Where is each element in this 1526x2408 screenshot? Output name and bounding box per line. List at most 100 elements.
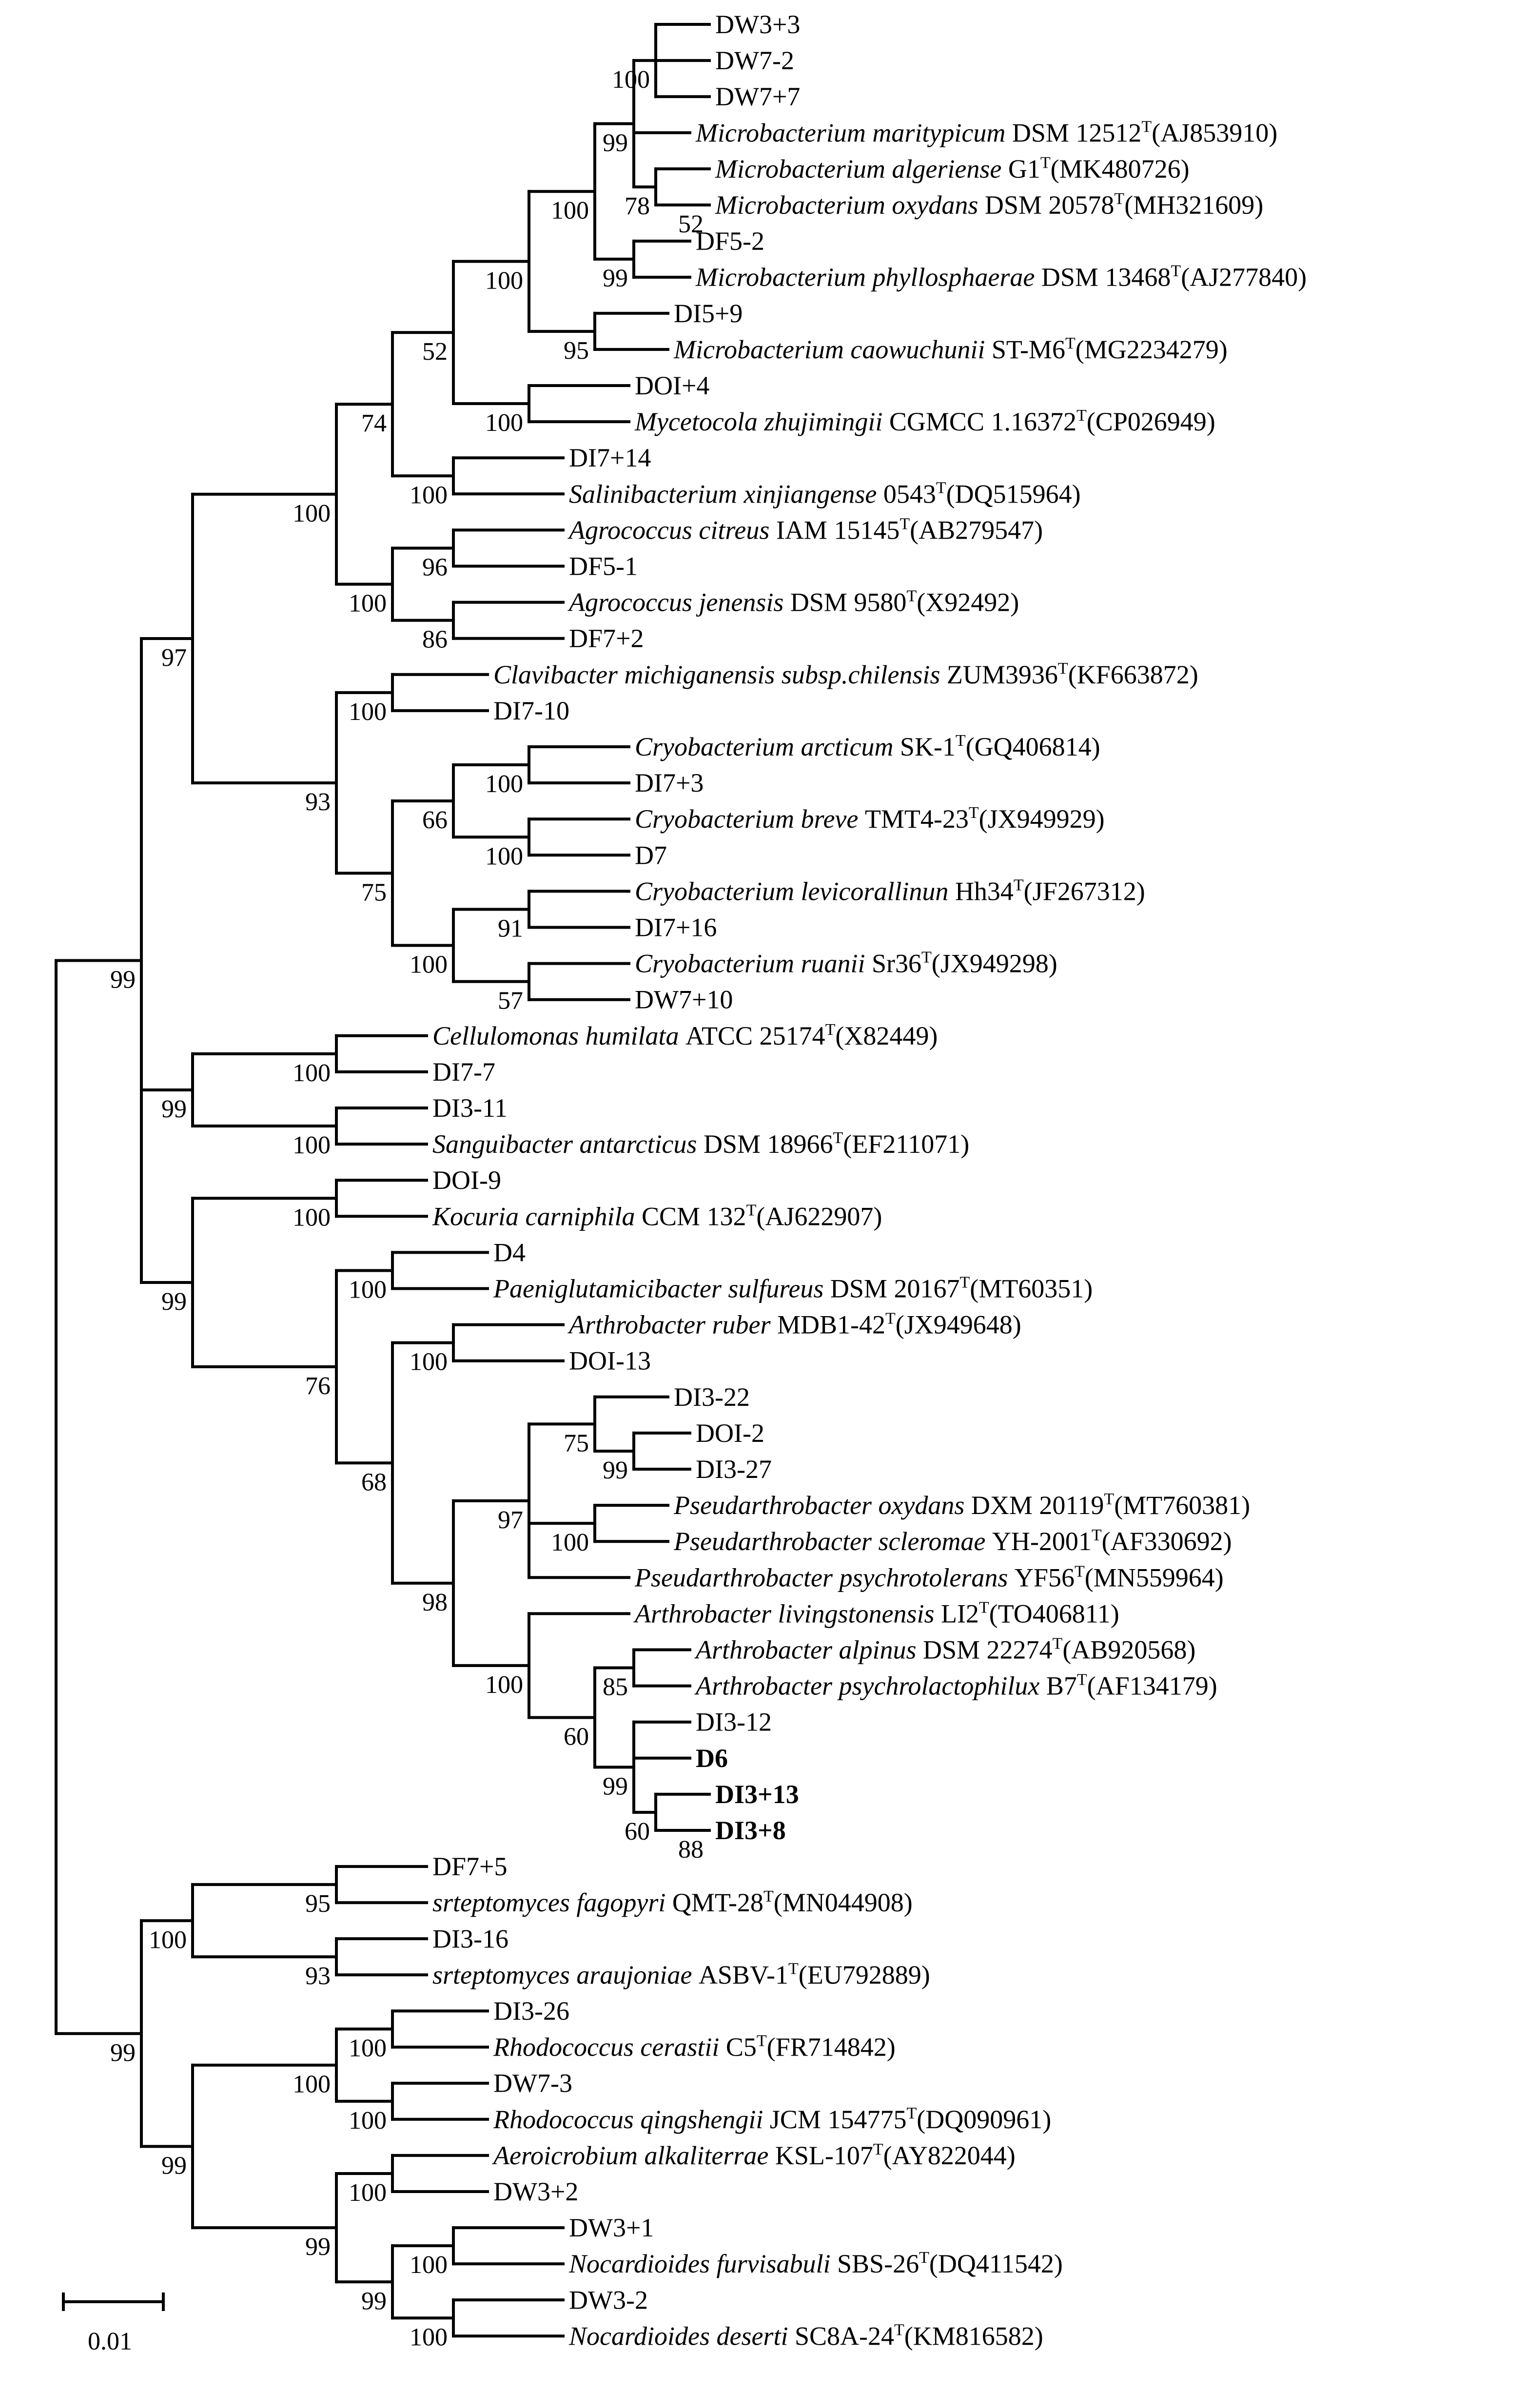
leaf-label: DI3-27 [696,1455,772,1484]
bootstrap-value: 76 [305,1372,331,1400]
leaf-label: Cryobacterium levicorallinun Hh34T(JF267… [635,876,1145,906]
leaf-label: DF7+2 [569,624,644,653]
bootstrap-value: 74 [361,409,387,437]
bootstrap-value: 57 [498,987,523,1015]
bootstrap-value: 98 [422,1589,448,1616]
leaf-label: Microbacterium maritypicum DSM 12512T(AJ… [695,117,1277,147]
leaf-label: Microbacterium phyllosphaerae DSM 13468T… [695,262,1307,292]
bootstrap-value: 100 [293,2071,331,2098]
leaf-label: DF7+5 [432,1852,507,1881]
bootstrap-value: 95 [564,337,589,365]
bootstrap-value: 78 [625,192,650,220]
leaf-label: Salinibacterium xinjiangense 0543T(DQ515… [569,479,1081,508]
leaf-label: Arthrobacter ruber MDB1-42T(JX949648) [567,1310,1021,1340]
bootstrap-value: 100 [485,267,523,294]
bootstrap-value: 100 [485,770,523,798]
bootstrap-value: 99 [161,1095,187,1123]
bootstrap-value: 100 [293,500,331,527]
bootstrap-value: 99 [161,1288,187,1316]
leaf-label: Rhodococcus cerastii C5T(FR714842) [493,2032,896,2062]
bootstrap-value: 100 [410,481,448,509]
leaf-label: Nocardioides furvisabuli SBS-26T(DQ41154… [568,2249,1063,2278]
leaf-label: Cryobacterium breve TMT4-23T(JX949929) [635,804,1105,834]
bootstrap-value: 75 [564,1429,589,1457]
leaf-label: DF5-1 [569,552,638,581]
leaf-label: DI7-10 [493,696,569,725]
bootstrap-value: 100 [410,2251,448,2279]
bootstrap-value: 100 [485,1671,523,1699]
bootstrap-value: 85 [603,1673,628,1701]
leaf-label: DOI-2 [696,1418,764,1448]
bootstrap-value: 99 [305,2233,331,2261]
bootstrap-value: 100 [149,1926,187,1954]
bootstrap-value: 91 [498,914,523,942]
leaf-label: Arthrobacter livingstonensis LI2T(TO4068… [633,1598,1119,1628]
bootstrap-value: 100 [349,698,387,726]
leaf-label: Arthrobacter alpinus DSM 22274T(AB920568… [694,1635,1195,1665]
bootstrap-value: 100 [293,1059,331,1087]
leaf-label: DI3+13 [715,1780,799,1809]
leaf-label: Mycetocola zhujimingii CGMCC 1.16372T(CP… [634,407,1215,436]
leaf-label: Pseudarthrobacter oxydans DXM 20119T(MT7… [673,1490,1250,1520]
bootstrap-value: 97 [161,644,187,672]
bootstrap-value: 66 [422,806,448,834]
leaf-label: DW3-2 [569,2285,648,2314]
bootstrap-value: 99 [603,265,628,292]
bootstrap-value: 99 [603,1456,628,1484]
bootstrap-value: 100 [410,951,448,979]
tree-branches [55,23,711,2338]
leaf-label: srteptomyces araujoniae ASBV-1T(EU792889… [432,1960,930,1989]
bootstrap-value: 52 [422,338,448,366]
leaf-label: DW3+1 [569,2213,654,2242]
bootstrap-value: 100 [410,2323,448,2351]
leaf-label: Agrococcus citreus IAM 15145T(AB279547) [567,515,1043,544]
leaf-label: DI3-16 [432,1924,509,1953]
leaf-label: D6 [696,1744,728,1773]
leaf-label: Kocuria carniphila CCM 132T(AJ622907) [432,1201,882,1231]
leaf-label: DW3+2 [493,2177,578,2206]
scale-bar-label: 0.01 [88,2328,132,2355]
bootstrap-value: 100 [349,1276,387,1303]
bootstrap-value: 99 [603,129,628,157]
leaf-label: Cryobacterium ruanii Sr36T(JX949298) [635,949,1057,978]
leaf-label: DOI-13 [569,1346,651,1376]
bootstrap-value: 100 [293,1204,331,1231]
leaf-label: DI3-26 [493,1997,569,2026]
bootstrap-value: 93 [305,788,331,816]
bootstrap-value: 100 [349,2179,387,2207]
leaf-label: DW7+10 [635,985,733,1014]
leaf-label: Arthrobacter psychrolactophilux B7T(AF13… [694,1671,1217,1701]
bootstrap-value: 99 [361,2287,387,2315]
leaf-label: Pseudarthrobacter scleromae YH-2001T(AF3… [673,1526,1232,1556]
bootstrap-value: 60 [625,1818,650,1845]
leaf-label: Paeniglutamicibacter sulfureus DSM 20167… [493,1274,1093,1303]
leaf-label: DI7+16 [635,913,717,942]
leaf-label: DI7-7 [432,1057,495,1087]
bootstrap-value: 52 [678,211,704,238]
leaf-label: Clavibacter michiganensis subsp.chilensi… [493,660,1198,689]
bootstrap-value: 99 [603,1772,628,1800]
leaf-label: Microbacterium caowuchunii ST-M6T(MG2234… [673,334,1228,364]
leaf-label: DI7+3 [635,768,704,797]
bootstrap-value: 88 [678,1836,704,1864]
leaf-label: DI3-22 [674,1382,750,1412]
leaf-label: Sanguibacter antarcticus DSM 18966T(EF21… [432,1129,969,1159]
bootstrap-value: 93 [305,1962,331,1990]
leaf-label: DOI-9 [432,1165,501,1195]
leaf-label: Rhodococcus qingshengii JCM 154775T(DQ09… [493,2104,1051,2134]
leaf-label: DW3+3 [715,10,800,39]
bootstrap-value: 68 [361,1468,387,1496]
bootstrap-value: 95 [305,1890,331,1918]
leaf-label: D4 [493,1238,526,1267]
leaf-label: Cellulomonas humilata ATCC 25174T(X82449… [432,1021,938,1050]
leaf-label: Agrococcus jenensis DSM 9580T(X92492) [567,587,1019,617]
bootstrap-value: 100 [551,1529,589,1556]
leaf-label: DW7-3 [493,2069,572,2098]
leaf-label: DI7+14 [569,443,651,472]
leaf-label: Pseudarthrobacter psychrotolerans YF56T(… [634,1562,1224,1592]
bootstrap-value: 100 [349,2035,387,2062]
bootstrap-value: 100 [410,1348,448,1376]
bootstrap-value: 97 [498,1506,523,1534]
bootstrap-value: 100 [349,2107,387,2135]
